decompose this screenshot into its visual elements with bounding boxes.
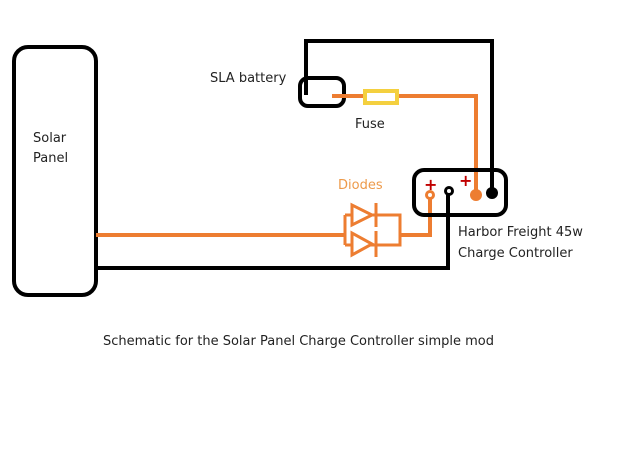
caption: Schematic for the Solar Panel Charge Con… — [103, 334, 494, 349]
negative-wire-battery — [304, 39, 494, 190]
controller-label-1: Harbor Freight 45w — [458, 225, 583, 240]
terminal-battery-positive — [470, 189, 482, 201]
battery-label: SLA battery — [210, 71, 287, 86]
plus-sign-1: + — [424, 175, 437, 194]
negative-wire-panel — [96, 190, 450, 270]
plus-sign-2: + — [459, 171, 472, 190]
diode-2 — [350, 230, 376, 258]
charge-controller — [412, 168, 508, 217]
sla-battery — [298, 76, 346, 108]
solar-panel — [12, 45, 98, 297]
controller-label-2: Charge Controller — [458, 246, 573, 261]
fuse-label: Fuse — [355, 117, 385, 132]
diodes — [343, 195, 432, 258]
terminal-battery-negative — [486, 187, 498, 199]
fuse — [363, 89, 399, 105]
diode-1 — [350, 202, 376, 228]
solar-panel-label-1: Solar — [33, 131, 67, 146]
diodes-label: Diodes — [338, 178, 383, 193]
solar-panel-label-2: Panel — [33, 151, 68, 166]
